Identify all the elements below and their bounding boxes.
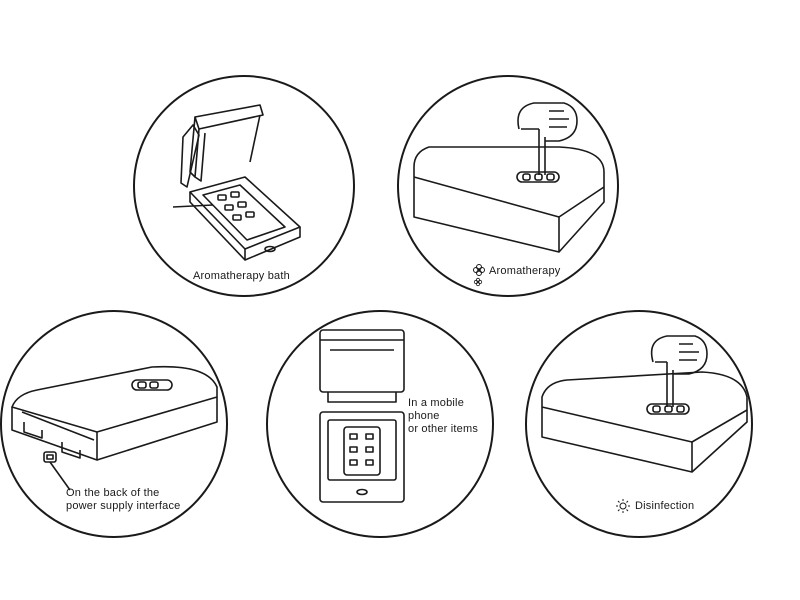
panel-phone-inside: In a mobile phone or other items	[266, 310, 494, 538]
caption-line-2: power supply interface	[66, 500, 181, 512]
caption-aromatherapy: Aromatherapy	[489, 265, 561, 277]
panel-disinfection: Disinfection	[525, 310, 753, 538]
disinfection-press-illustration	[541, 335, 748, 473]
caption-line-1: In a mobile	[408, 397, 465, 409]
caption-phone-inside: In a mobile phone or other items	[408, 397, 478, 436]
caption-back-interface: On the back of the power supply interfac…	[66, 487, 180, 513]
caption-line-1: On the back of the	[66, 487, 160, 499]
panel-aromatherapy-bath: Aromatherapy bath	[133, 75, 355, 297]
flower-icon	[473, 264, 485, 276]
back-view-illustration	[11, 365, 218, 491]
open-box-illustration	[172, 104, 301, 261]
caption-line-3: or other items	[408, 423, 479, 435]
small-flower-icon	[473, 277, 483, 287]
caption-disinfection: Disinfection	[635, 500, 695, 512]
caption-aromatherapy-bath: Aromatherapy bath	[193, 270, 290, 282]
sun-icon	[616, 499, 630, 513]
panel-aromatherapy-button: Aromatherapy	[397, 75, 619, 297]
phone-in-box-illustration	[319, 329, 405, 503]
caption-line-2: phone	[408, 410, 440, 422]
panel-back-power-interface: On the back of the power supply interfac…	[0, 310, 228, 538]
closed-box-press-illustration	[413, 102, 605, 253]
